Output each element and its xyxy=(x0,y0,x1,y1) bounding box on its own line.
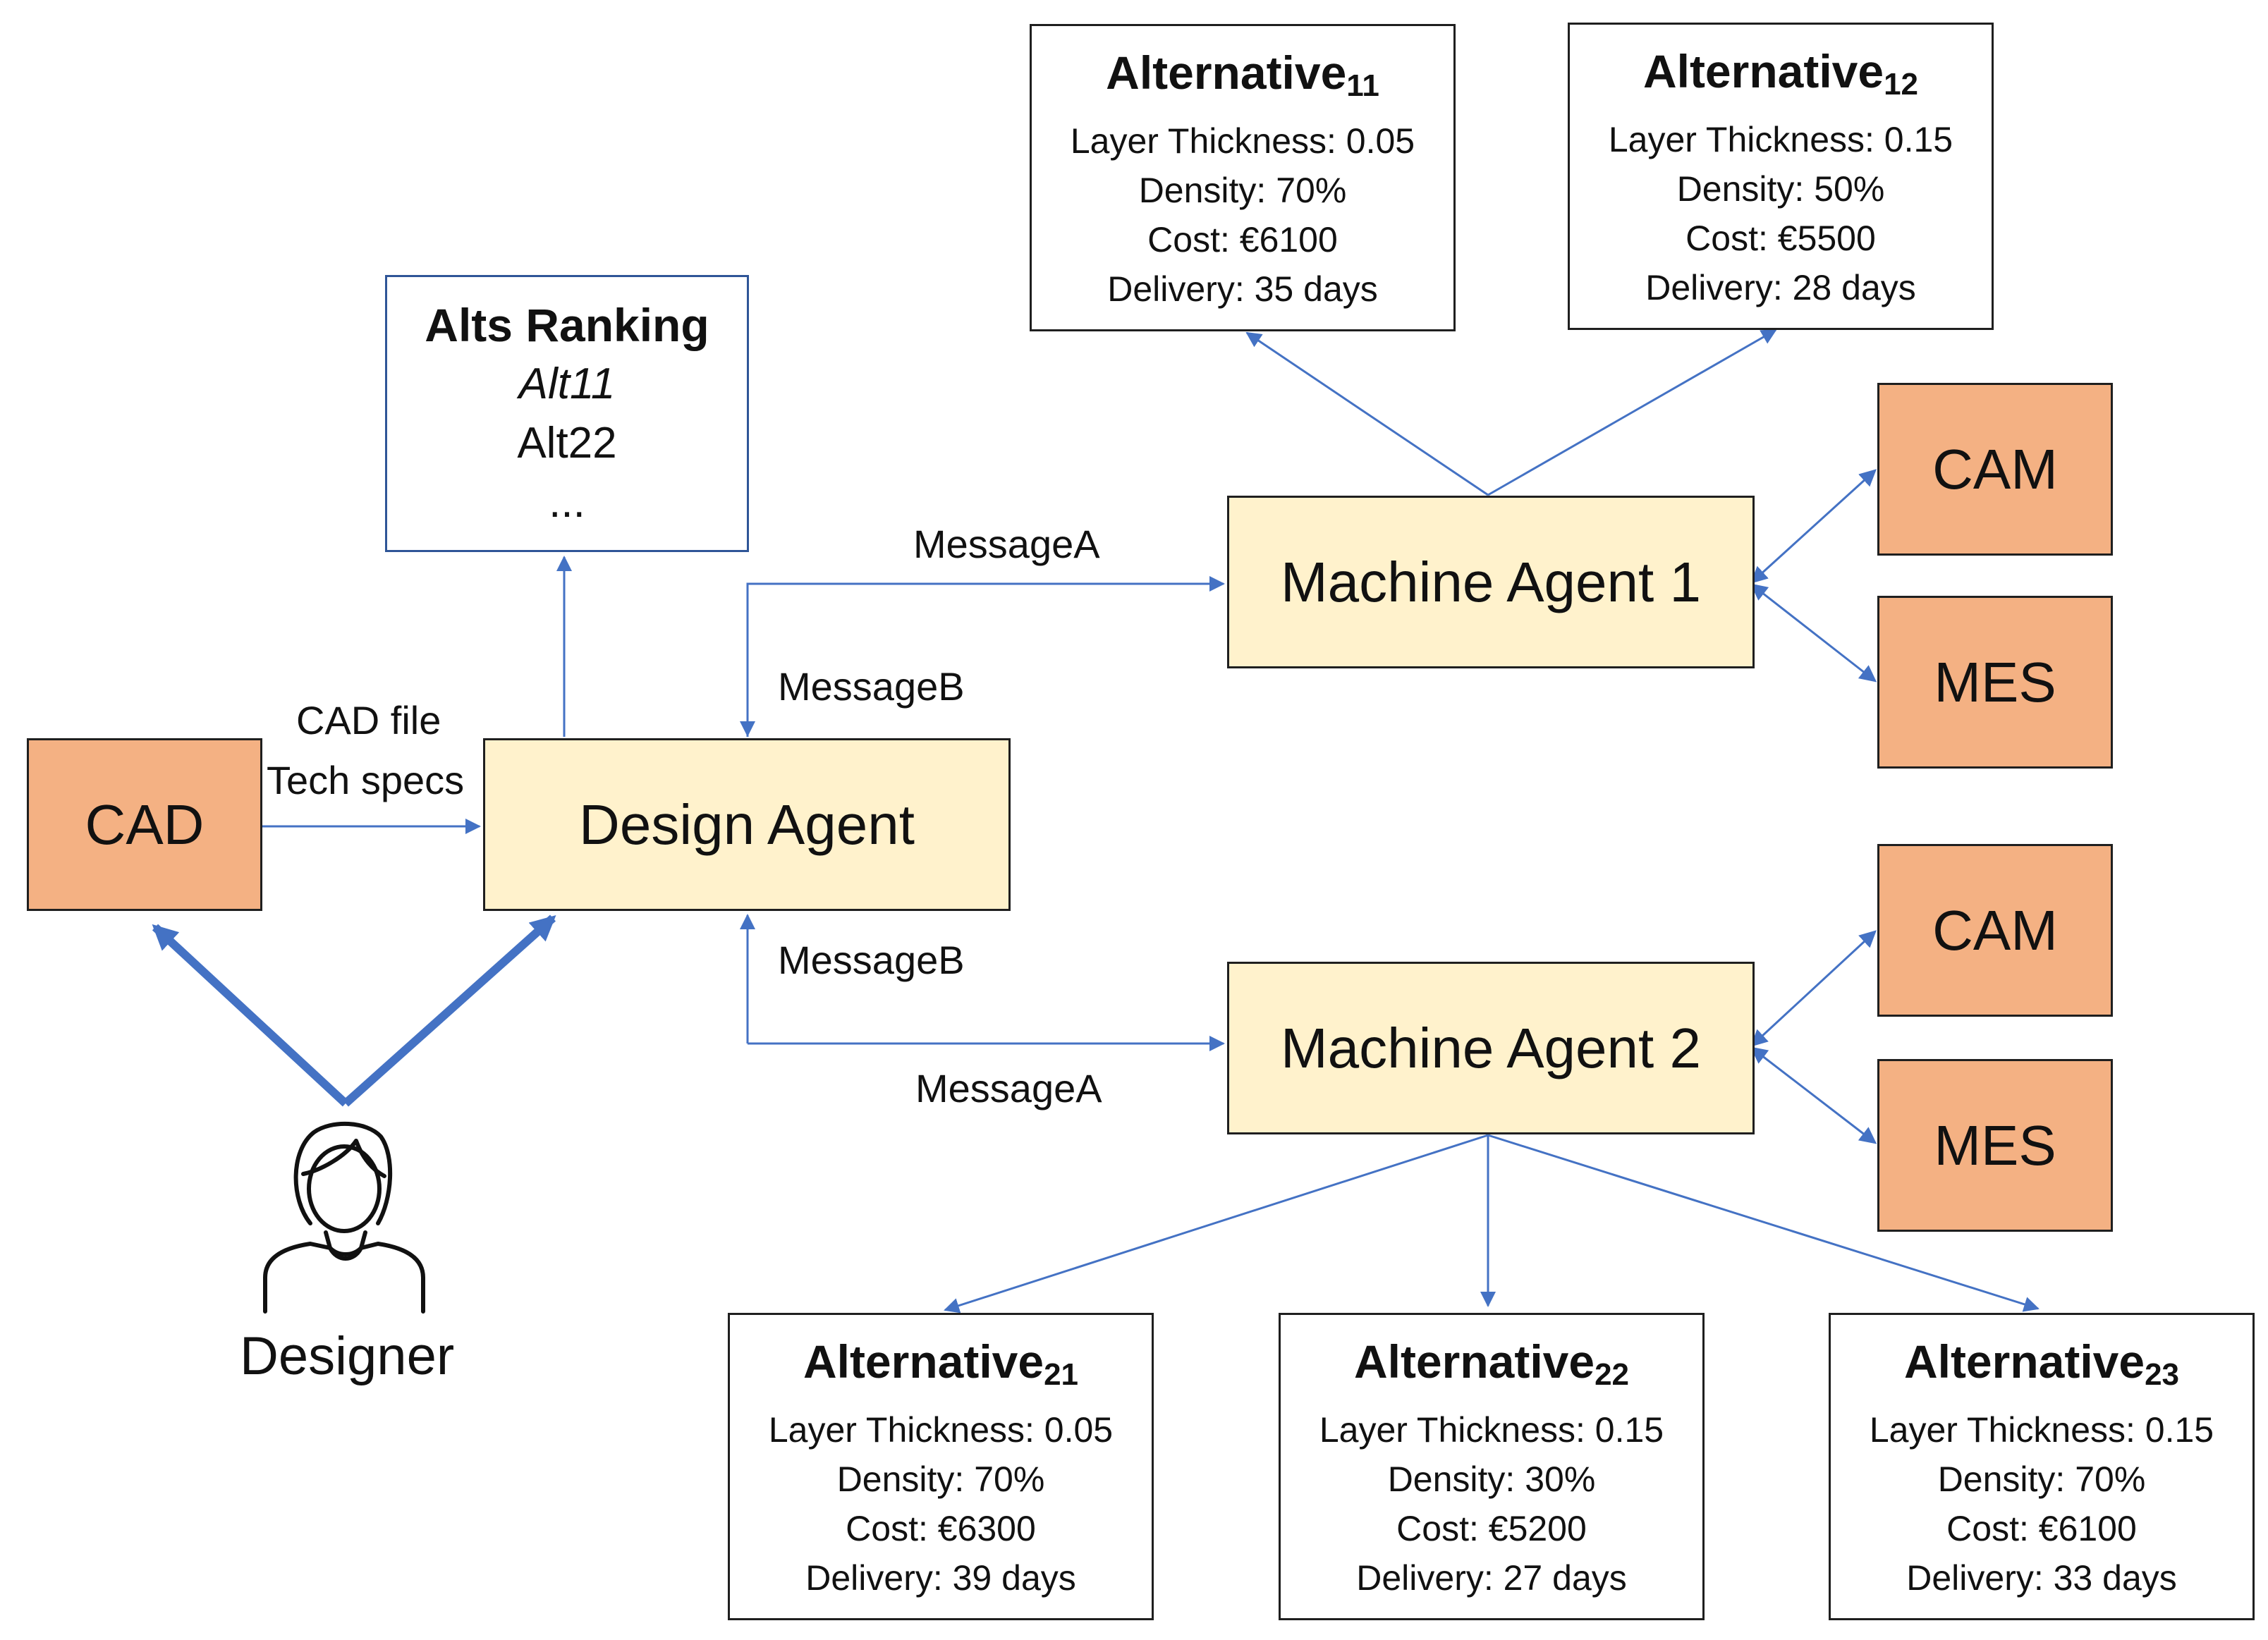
machine-agent-1-node[interactable]: Machine Agent 1 xyxy=(1227,496,1755,668)
edge-designer-cad xyxy=(152,924,349,1107)
edge-label-message-a-2: MessageA xyxy=(915,1066,1102,1110)
cad-label: CAD xyxy=(85,793,205,856)
designer-person-icon xyxy=(263,1121,425,1314)
alternative-title: Alternative12 xyxy=(1642,44,1919,102)
cost: Cost: €6100 xyxy=(1147,219,1338,259)
edge-label-tech-specs: Tech specs xyxy=(267,758,465,802)
cam-1-label: CAM xyxy=(1932,437,2058,501)
density: Density: 50% xyxy=(1676,169,1885,209)
mes-2-label: MES xyxy=(1934,1113,2056,1177)
alternative-title: Alternative23 xyxy=(1903,1335,2180,1392)
cost: Cost: €6100 xyxy=(1946,1508,2137,1548)
layer-thickness: Layer Thickness: 0.15 xyxy=(1608,119,1953,159)
edge-ma2-alt23 xyxy=(1487,1134,2040,1312)
ranking-item: ... xyxy=(549,477,585,527)
design-agent-label: Design Agent xyxy=(579,793,915,856)
edge-label-cad-file: CAD file xyxy=(296,698,441,742)
ranking-item: Alt22 xyxy=(517,418,617,467)
layer-thickness: Layer Thickness: 0.15 xyxy=(1869,1409,2214,1450)
cam-2-node[interactable]: CAM xyxy=(1877,844,2113,1017)
edge-ma1-cam1 xyxy=(1750,469,1877,584)
cost: Cost: €6300 xyxy=(846,1508,1036,1548)
edge-label-message-b-2: MessageB xyxy=(778,938,965,982)
delivery: Delivery: 35 days xyxy=(1107,269,1378,309)
layer-thickness: Layer Thickness: 0.05 xyxy=(1070,121,1415,161)
machine-agent-2-label: Machine Agent 2 xyxy=(1281,1016,1701,1079)
mes-1-label: MES xyxy=(1934,650,2056,714)
cad-node[interactable]: CAD xyxy=(27,738,262,911)
cost: Cost: €5500 xyxy=(1685,218,1876,258)
alternative-12-box: Alternative12 Layer Thickness: 0.15 Dens… xyxy=(1568,23,1994,330)
alternative-22-box: Alternative22 Layer Thickness: 0.15 Dens… xyxy=(1279,1313,1705,1620)
delivery: Delivery: 27 days xyxy=(1356,1558,1627,1598)
alternative-21-box: Alternative21 Layer Thickness: 0.05 Dens… xyxy=(728,1313,1154,1620)
edge-message-a-1 xyxy=(746,576,1225,737)
layer-thickness: Layer Thickness: 0.15 xyxy=(1319,1409,1664,1450)
alternative-title: Alternative22 xyxy=(1353,1335,1630,1392)
mes-1-node[interactable]: MES xyxy=(1877,596,2113,769)
edge-ma2-cam2 xyxy=(1750,930,1877,1047)
cost: Cost: €5200 xyxy=(1396,1508,1587,1548)
machine-agent-1-label: Machine Agent 1 xyxy=(1281,550,1701,613)
alternative-23-box: Alternative23 Layer Thickness: 0.15 Dens… xyxy=(1829,1313,2255,1620)
density: Density: 70% xyxy=(836,1459,1045,1499)
edge-ma2-mes2 xyxy=(1750,1046,1877,1144)
density: Density: 30% xyxy=(1387,1459,1596,1499)
edge-ma1-alt11 xyxy=(1245,331,1489,496)
cam-1-node[interactable]: CAM xyxy=(1877,383,2113,556)
alternative-title: Alternative11 xyxy=(1106,46,1379,103)
density: Density: 70% xyxy=(1937,1459,2146,1499)
ranking-title: Alts Ranking xyxy=(425,298,709,351)
density: Density: 70% xyxy=(1138,170,1347,210)
design-agent-node[interactable]: Design Agent xyxy=(483,738,1011,911)
edge-designer-design xyxy=(342,914,556,1107)
cam-2-label: CAM xyxy=(1932,898,2058,962)
edge-label-message-a-1: MessageA xyxy=(913,522,1100,566)
alternative-11-box: Alternative11 Layer Thickness: 0.05 Dens… xyxy=(1030,24,1456,331)
layer-thickness: Layer Thickness: 0.05 xyxy=(768,1409,1114,1450)
ranking-item: Alt11 xyxy=(518,359,616,408)
edge-label-message-b-1: MessageB xyxy=(778,664,965,709)
delivery: Delivery: 33 days xyxy=(1906,1558,2177,1598)
machine-agent-2-node[interactable]: Machine Agent 2 xyxy=(1227,962,1755,1134)
alternative-title: Alternative21 xyxy=(803,1335,1079,1392)
designer-label: Designer xyxy=(240,1326,455,1386)
edge-ma2-alt21 xyxy=(944,1134,1489,1314)
alts-ranking-box: Alts Ranking Alt11 Alt22 ... xyxy=(385,275,749,552)
edge-ma1-alt12 xyxy=(1487,329,1777,496)
delivery: Delivery: 39 days xyxy=(805,1558,1076,1598)
delivery: Delivery: 28 days xyxy=(1645,267,1916,307)
edge-ma1-mes1 xyxy=(1750,583,1877,683)
mes-2-node[interactable]: MES xyxy=(1877,1059,2113,1232)
